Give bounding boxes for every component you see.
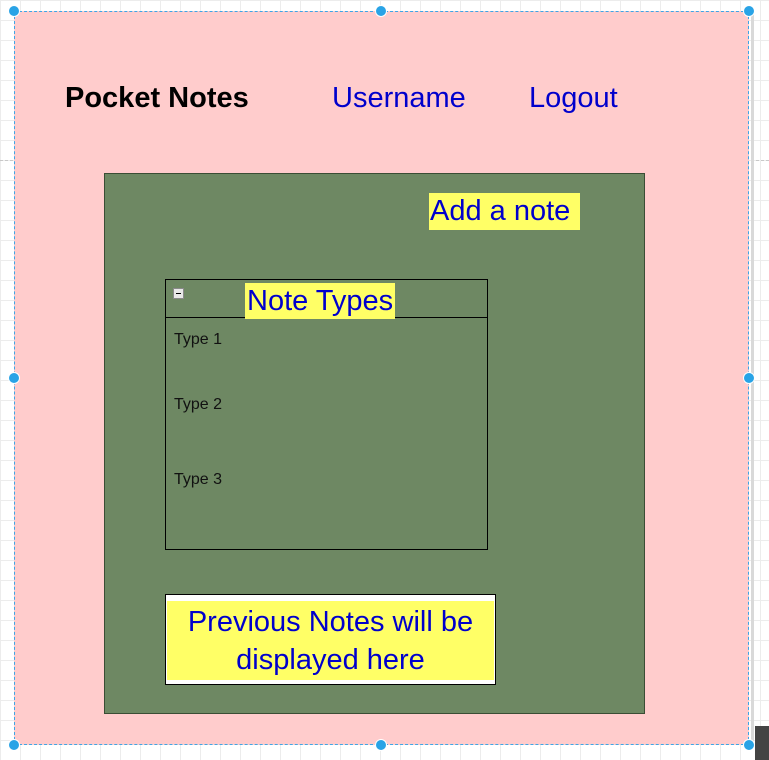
side-panel-tab[interactable] (755, 726, 769, 760)
resize-handle-bottom-left-icon[interactable] (8, 739, 20, 751)
notes-panel: Add a note Note Types Type 1 Type 2 Type… (104, 173, 645, 714)
resize-handle-top-icon[interactable] (375, 5, 387, 17)
note-type-item-2[interactable]: Type 2 (174, 396, 223, 413)
resize-handle-top-left-icon[interactable] (8, 5, 20, 17)
mockup-frame[interactable]: Pocket Notes Username Logout Add a note … (14, 11, 749, 745)
previous-notes-box: Previous Notes will be displayed here (165, 594, 496, 685)
note-types-list: Note Types Type 1 Type 2 Type 3 (165, 279, 488, 550)
note-types-title: Note Types (245, 283, 396, 319)
resize-handle-top-right-icon[interactable] (743, 5, 755, 17)
collapse-icon[interactable] (173, 288, 184, 299)
resize-handle-bottom-right-icon[interactable] (743, 739, 755, 751)
note-type-item-3[interactable]: Type 3 (174, 471, 223, 488)
note-type-item-1[interactable]: Type 1 (174, 331, 223, 348)
resize-handle-left-icon[interactable] (8, 372, 20, 384)
add-note-button[interactable]: Add a note (429, 193, 581, 230)
previous-notes-text: Previous Notes will be displayed here (167, 601, 494, 680)
resize-handle-right-icon[interactable] (743, 372, 755, 384)
username-link[interactable]: Username (332, 82, 466, 114)
note-types-header: Note Types (166, 280, 487, 319)
resize-handle-bottom-icon[interactable] (375, 739, 387, 751)
app-title: Pocket Notes (65, 82, 249, 114)
logout-link[interactable]: Logout (529, 82, 618, 114)
